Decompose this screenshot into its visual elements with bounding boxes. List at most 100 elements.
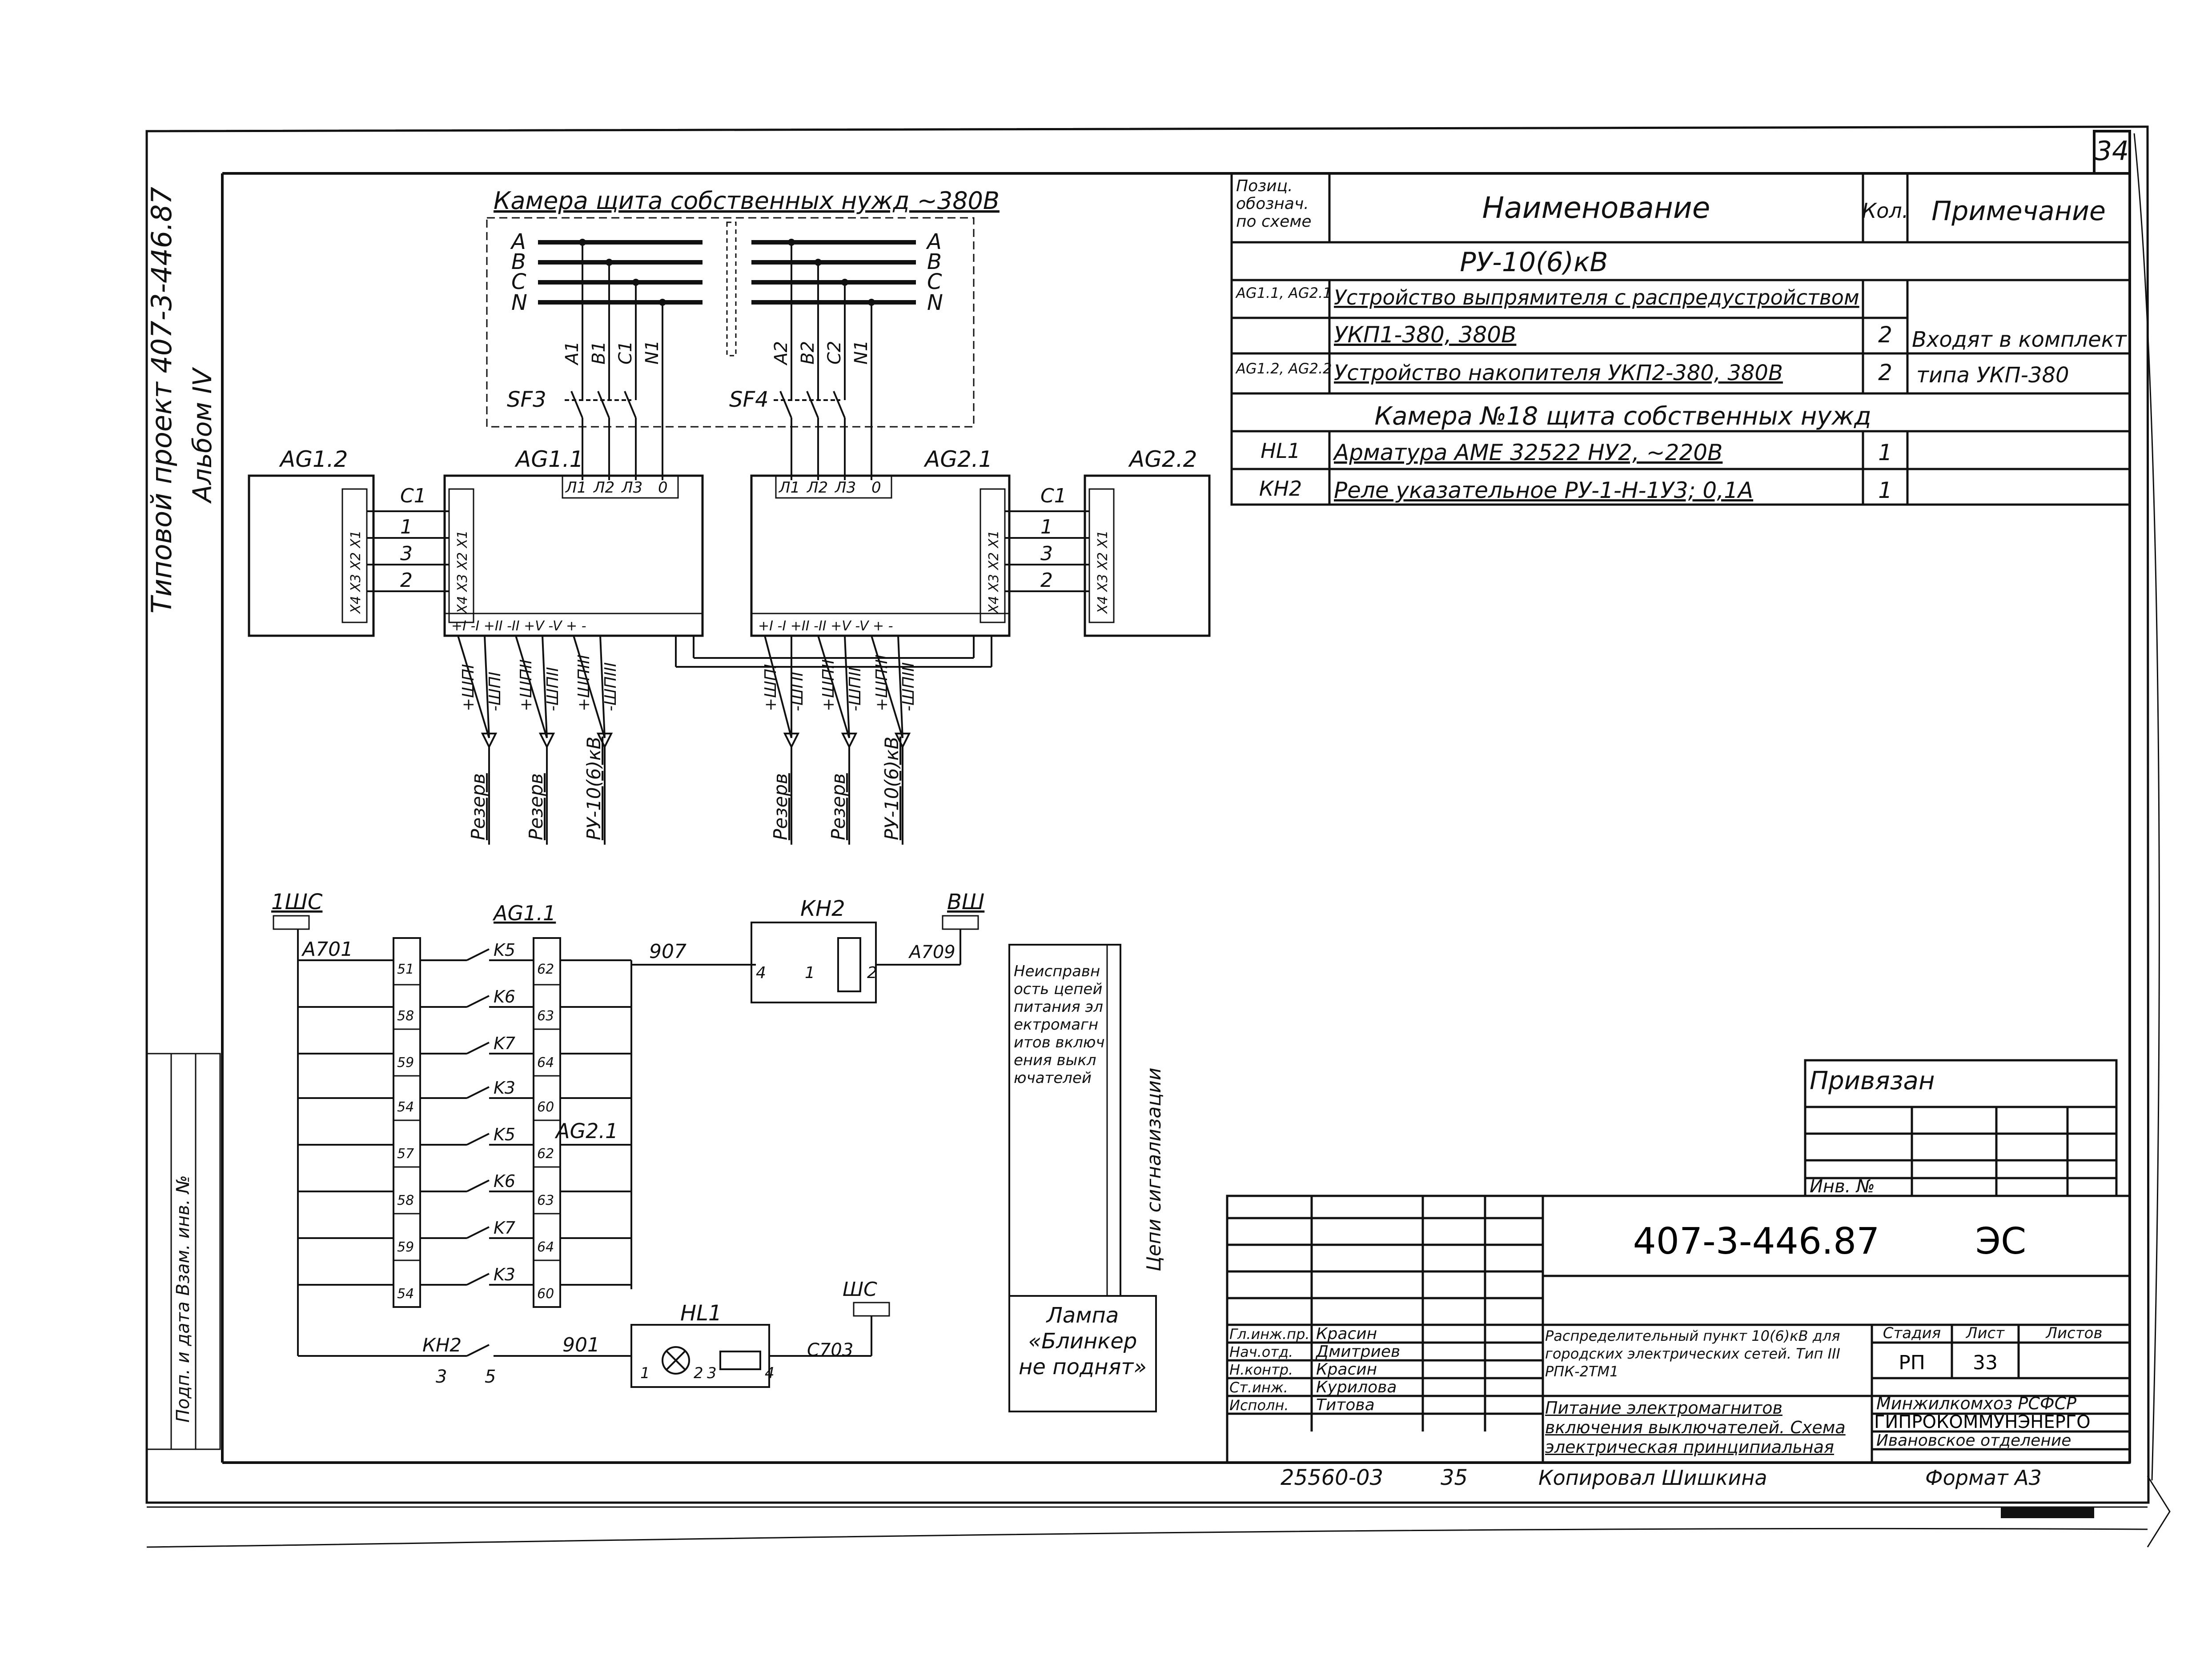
th-qty: Кол. [1862, 199, 1909, 223]
row3-qty: 2 [1878, 360, 1892, 385]
kh2-label: КН2 [800, 896, 845, 921]
wire-1-right: 1 [1040, 516, 1053, 538]
device-ag22: AG2.2 Х4 Х3 Х2 Х1 [1084, 446, 1211, 637]
ag22-pins: Х4 Х3 Х2 Х1 [1095, 530, 1111, 614]
kh2-contact-label: КН2 [422, 1334, 462, 1356]
bus-label-a: A [510, 229, 526, 254]
title-block: 407-3-446.87 ЭС Гл.инж.пр. Нач.отд. Н.ко… [1226, 1195, 2131, 1464]
ag21-top-l2: Л2 [806, 479, 828, 497]
name-5: Титова [1316, 1396, 1375, 1414]
out-left-5: +ШПIII [575, 654, 593, 711]
hl1-pin-3: 3 [707, 1364, 717, 1382]
out-right-1: +ШПI [762, 664, 780, 711]
wire-2-right: 2 [1040, 569, 1053, 592]
role-1: Гл.инж.пр. [1229, 1326, 1310, 1343]
wire-901: 901 [562, 1334, 600, 1356]
out-left-2: -ШПI [486, 672, 504, 711]
out-right-5: +ШПIII [873, 654, 891, 711]
out-left-1: +ШПI [459, 664, 478, 711]
wire-1-left: 1 [400, 516, 413, 538]
tap-n1-right: N1 [851, 340, 871, 365]
stage-header: Стадия [1883, 1324, 1941, 1342]
th-pos: Позиц. [1236, 177, 1293, 195]
control-circuit: 1ШС ВШ AG1.1 AG2.1 A701 A709 907 901 С70… [271, 890, 1165, 1412]
ag21-side-pins: Х4 Х3 Х2 Х1 [986, 530, 1002, 614]
a709-label: A709 [908, 942, 955, 962]
note-malfunction: Неисправность цепей питания электромагни… [1014, 962, 1105, 1087]
th-pos-2: обознач. [1236, 195, 1309, 213]
ag21-top-l1: Л1 [778, 479, 800, 497]
sheet-number: 34 [2095, 136, 2129, 167]
hl1-label: HL1 [680, 1301, 722, 1326]
ag11-bottom-pins: +I -I +II -II +V -V + - [451, 618, 586, 634]
binding-inv: Инв. № [1810, 1176, 1875, 1197]
row2-note: Входят в комплект [1912, 327, 2128, 352]
device-ag12: AG1.2 Х4 Х3 Х2 Х1 [248, 446, 375, 637]
dest-left-1: Резерв [467, 773, 489, 840]
tap-b1: B1 [589, 341, 609, 365]
c1-right: С1 [1040, 485, 1067, 507]
ag11-top-0: 0 [658, 479, 668, 497]
name-3: Красин [1316, 1360, 1377, 1379]
wire-907: 907 [649, 940, 686, 963]
bus-label-a-right: A [926, 229, 942, 254]
footer: 25560-03 35 Копировал Шишкина Формат А3 [1281, 1465, 2094, 1518]
sheets-header: Листов [2045, 1324, 2102, 1342]
bus-1shc: 1ШС [271, 890, 323, 914]
album-label: Альбом IV [187, 367, 217, 504]
ctrl-ag11: AG1.1 [492, 901, 556, 925]
ag22-label: AG2.2 [1128, 446, 1197, 472]
row3-name: Устройство накопителя УКП2-380, 380В [1334, 361, 1783, 385]
row3-note: типа УКП-380 [1916, 363, 2069, 388]
spec-table: Позиц. обознач. по схеме Наименование Ко… [1230, 172, 2131, 506]
power-links [367, 510, 1089, 668]
pin-r2: 63 [537, 1008, 554, 1024]
wire-3-left: 3 [400, 542, 413, 565]
tap-c2: C2 [824, 341, 845, 365]
section-camera: Камера №18 щита собственных нужд [1374, 402, 1871, 431]
side-label: Типовой проект 407-3-446.87 Альбом IV [145, 187, 217, 613]
order-number: 25560-03 [1281, 1465, 1383, 1490]
pin-l5: 57 [397, 1146, 414, 1162]
out-left-4: -ШПII [544, 667, 562, 711]
pin-r3: 64 [537, 1055, 554, 1071]
bus-vsh: ВШ [947, 890, 984, 914]
project-label: Типовой проект 407-3-446.87 [145, 187, 178, 613]
copied-by: Копировал Шишкина [1538, 1466, 1767, 1490]
ag21-top-0: 0 [871, 479, 881, 497]
desc-1: Распределительный пункт 10(6)кВ для горо… [1545, 1327, 1840, 1380]
ag21-bottom-pins: +I -I +II -II +V -V + - [758, 618, 893, 634]
pin-l1: 51 [397, 962, 414, 977]
kh2-pin-4: 4 [756, 964, 766, 982]
outputs-left [457, 635, 613, 845]
contact-1: K5 [494, 940, 515, 960]
row4-qty: 1 [1878, 440, 1892, 465]
out-right-6: -ШПIII [899, 662, 918, 711]
out-right-3: +ШПII [819, 659, 838, 711]
contact-5: K5 [494, 1125, 515, 1144]
org-2: ГИПРОКОММУНЭНЕРГО [1874, 1412, 2091, 1432]
ag11-top-l2: Л2 [593, 479, 614, 497]
row1-name: Устройство выпрямителя с распредустройст… [1334, 285, 1859, 309]
stage-value: РП [1899, 1351, 1925, 1374]
out-left-6: -ШПIII [602, 662, 620, 711]
org-1: Минжилкомхоз РСФСР [1876, 1394, 2076, 1413]
tap-a1: A1 [562, 341, 582, 366]
tap-b2: B2 [798, 341, 818, 365]
bus-label-c-right: C [927, 269, 942, 294]
section-ru: РУ-10(6)кВ [1460, 247, 1608, 278]
bus-label-b-right: B [927, 249, 942, 274]
row3-pos: AG1.2, AG2.2 [1235, 360, 1332, 377]
ctrl-ag21: AG2.1 [554, 1119, 618, 1143]
role-4: Ст.инж. [1229, 1379, 1288, 1396]
doc-mark: ЭС [1975, 1220, 2027, 1263]
kh2-pin-1: 1 [805, 964, 815, 982]
note-lamp: Лампа «Блинкер не поднят» [1019, 1303, 1147, 1379]
wire-2-left: 2 [400, 569, 413, 592]
sheet-value: 33 [1973, 1351, 1998, 1374]
c1-left: С1 [400, 485, 426, 507]
contact-3: K7 [494, 1034, 515, 1053]
row2-qty: 2 [1878, 322, 1892, 348]
sheet-header: Лист [1965, 1324, 2005, 1342]
pin-l2: 58 [397, 1008, 414, 1024]
